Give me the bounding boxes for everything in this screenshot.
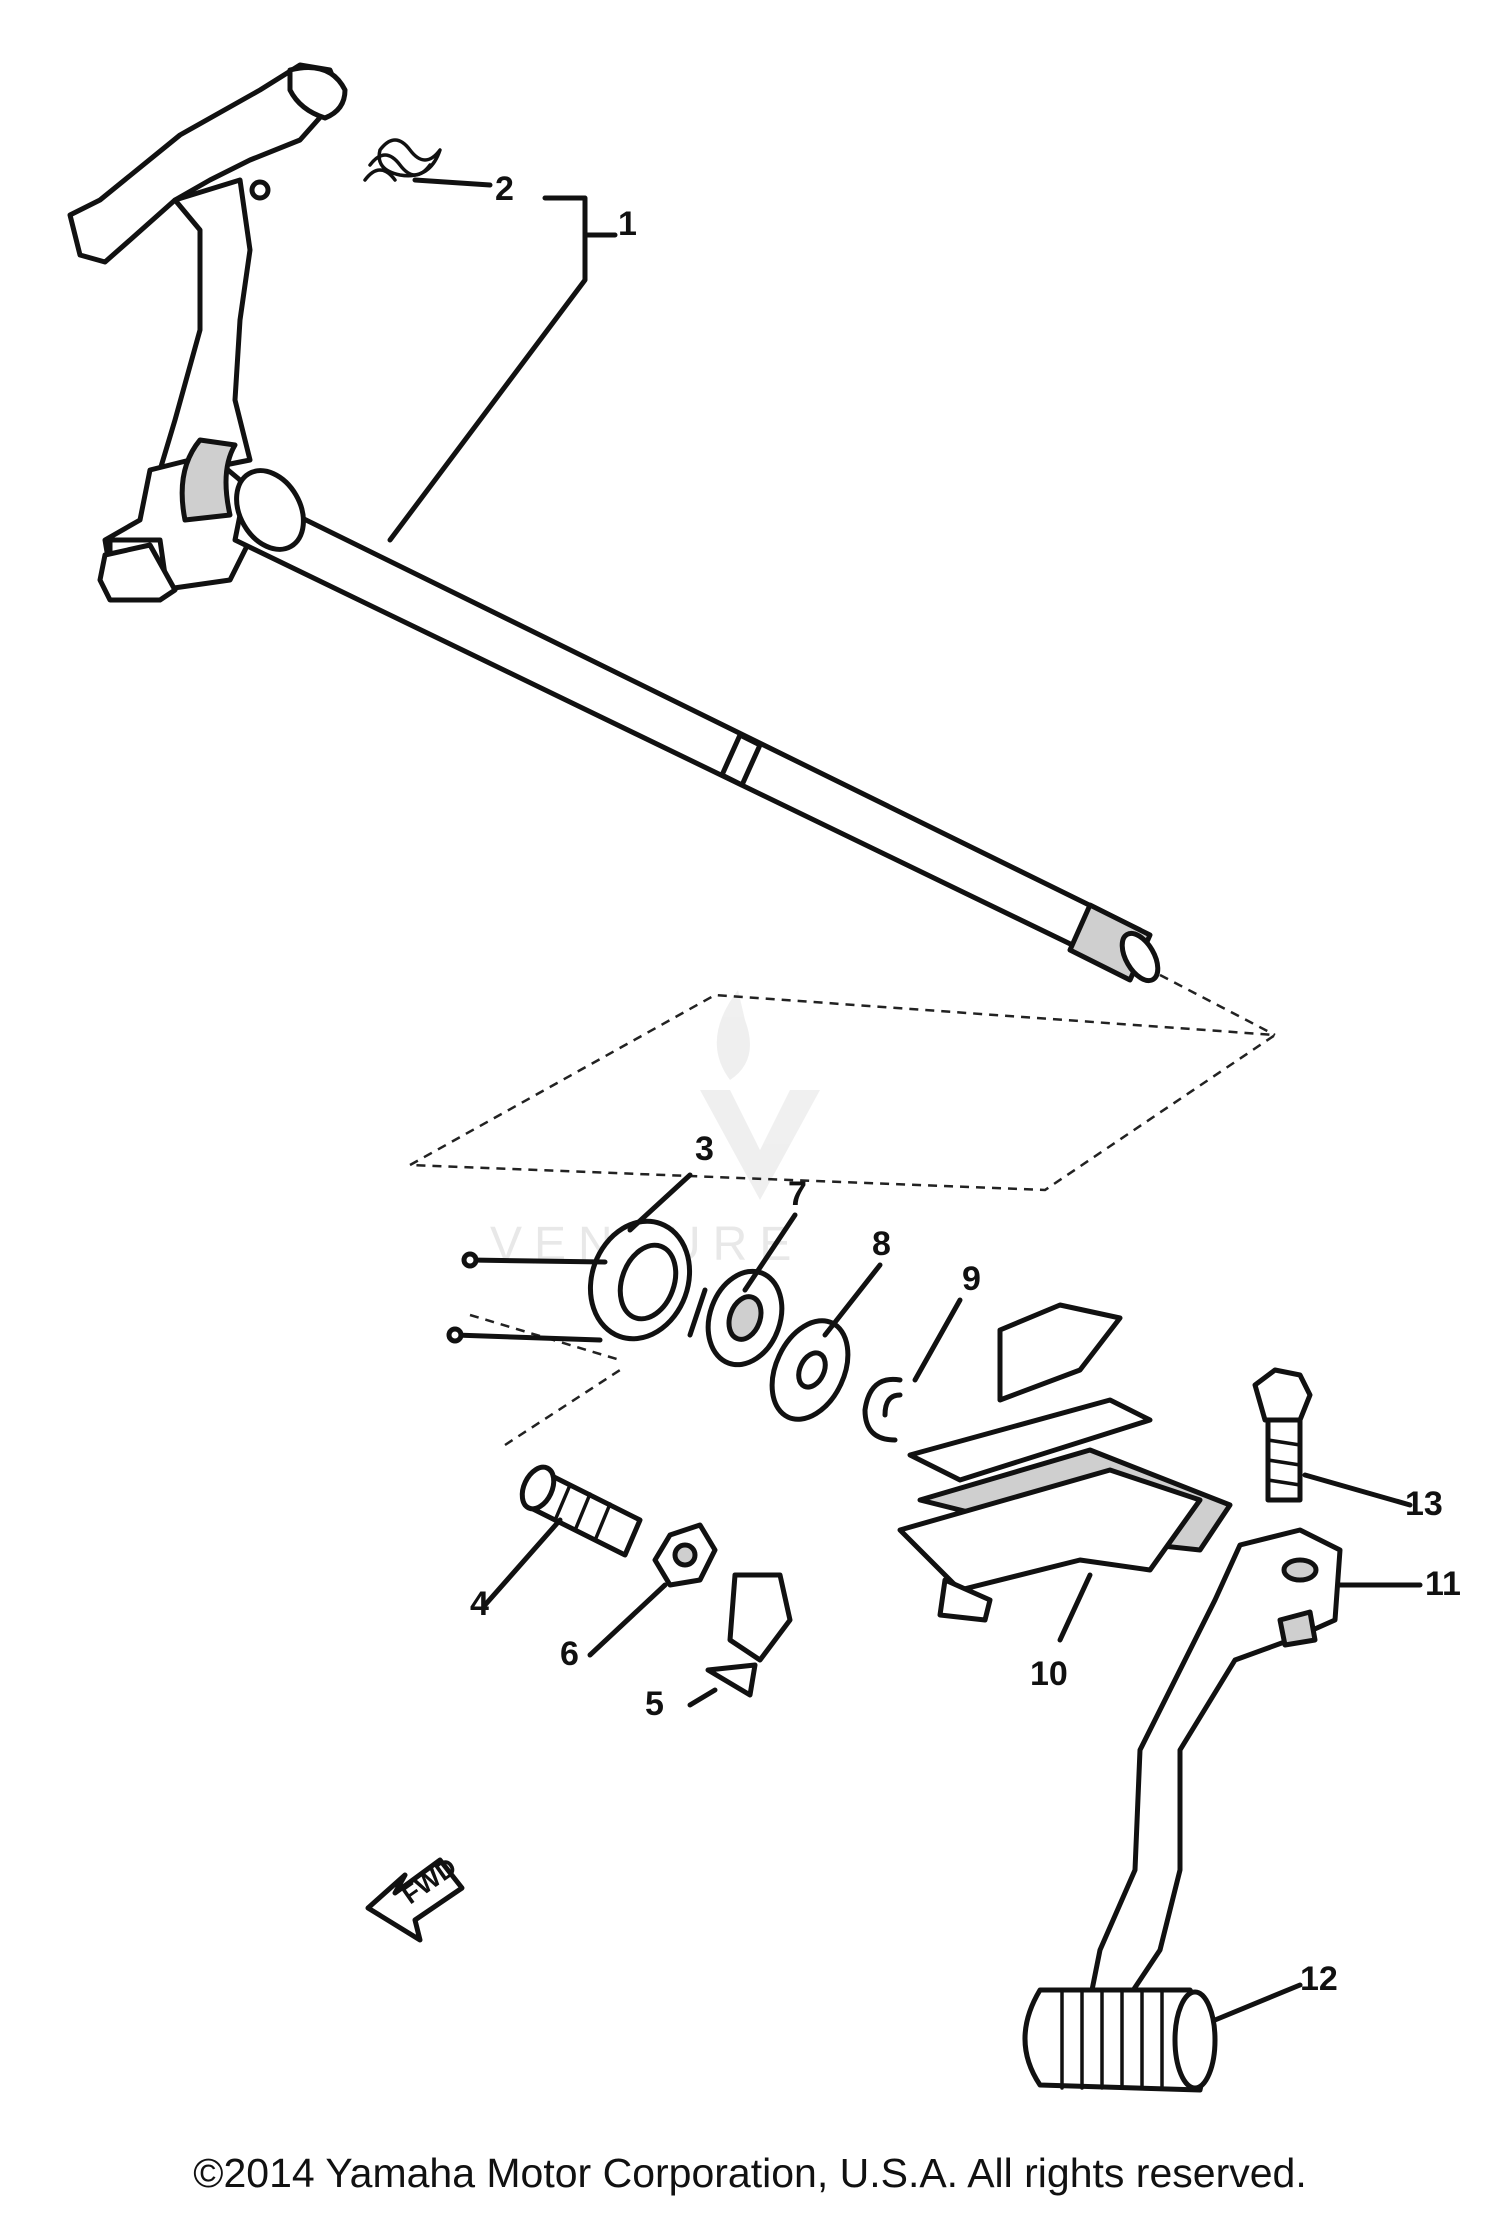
fwd-direction-marker: FWD <box>365 1851 465 1943</box>
callout-5: 5 <box>645 1685 664 1723</box>
part-12-footpeg <box>1022 1982 1303 2093</box>
part-5-lock-washer <box>687 1572 793 1708</box>
part-6-nut <box>587 1522 718 1658</box>
callout-12: 12 <box>1300 1960 1338 1998</box>
part-11-pedal-arm <box>1087 1527 1423 2003</box>
part-13-bolt <box>1252 1367 1413 1508</box>
callout-10: 10 <box>1030 1655 1068 1693</box>
shift-arm-assembly <box>67 62 348 603</box>
copyright-notice: ©2014 Yamaha Motor Corporation, U.S.A. A… <box>193 2150 1307 2196</box>
part-9-circlip <box>862 1376 903 1443</box>
part-10-shift-plate <box>897 1302 1233 1643</box>
part-2-spring <box>363 138 442 182</box>
callout-1: 1 <box>618 205 637 243</box>
part-7-collar <box>687 1268 785 1368</box>
callout-9: 9 <box>962 1260 981 1298</box>
callout-8: 8 <box>872 1225 891 1263</box>
callout-7: 7 <box>788 1175 807 1213</box>
part-1-leader <box>387 195 618 543</box>
part-4-bolt <box>482 1464 643 1608</box>
callout-13: 13 <box>1405 1485 1443 1523</box>
callout-2: 2 <box>495 170 514 208</box>
part-8-washer <box>769 1318 851 1422</box>
callout-numbers: 1 2 3 4 5 6 7 8 9 10 11 12 13 <box>470 170 1461 1998</box>
callout-3: 3 <box>695 1130 714 1168</box>
part-3-torsion-spring <box>446 1218 693 1344</box>
callout-11: 11 <box>1425 1565 1461 1603</box>
callout-6: 6 <box>560 1635 579 1673</box>
shift-shaft <box>232 468 1161 984</box>
callout-leaders <box>412 177 963 1383</box>
dashed-guide-box <box>405 973 1279 1447</box>
callout-4: 4 <box>470 1585 489 1623</box>
